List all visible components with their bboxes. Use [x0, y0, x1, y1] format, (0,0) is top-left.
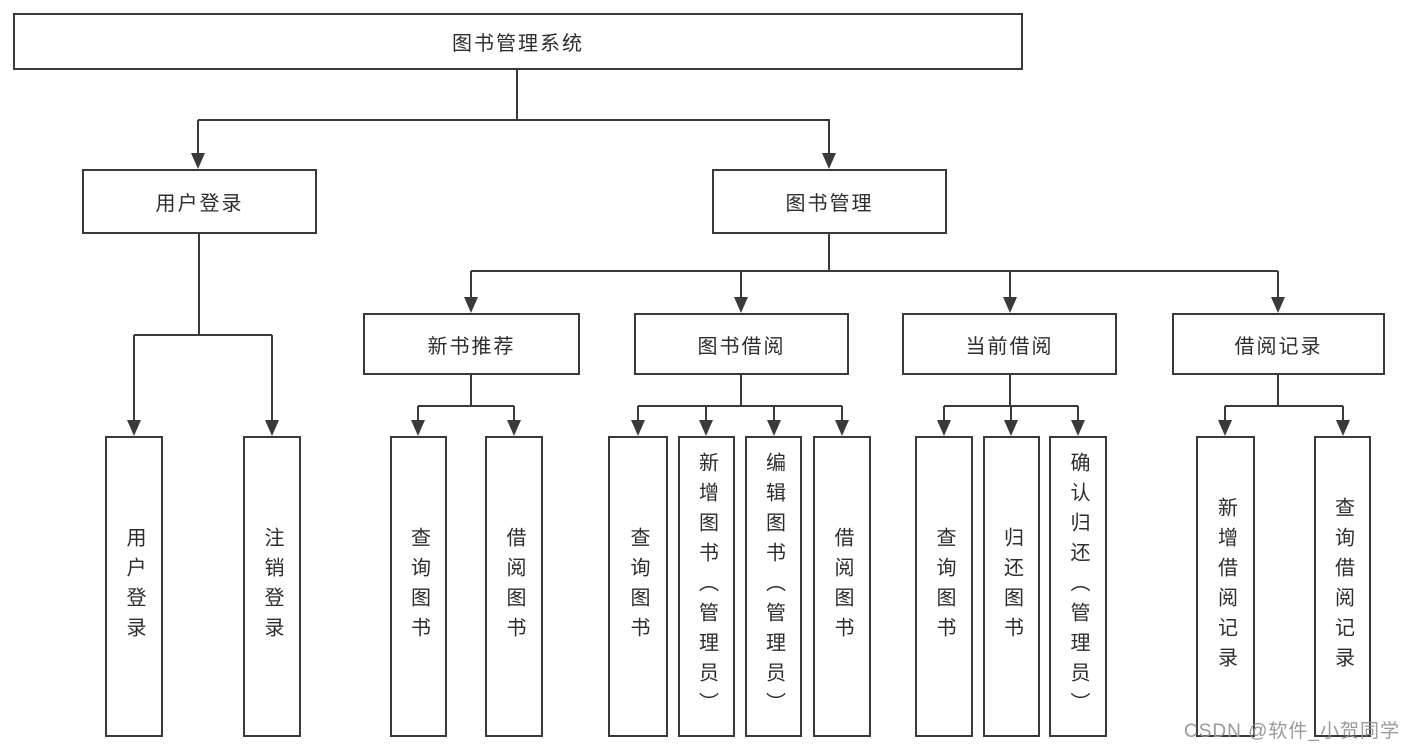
leaf-query-books-borrow: 查询图书	[608, 436, 668, 737]
leaf-add-book-admin: 新增图书（管理员）	[678, 436, 735, 737]
node-book-borrow: 图书借阅	[634, 313, 849, 375]
leaf-query-books-current: 查询图书	[915, 436, 973, 737]
node-root: 图书管理系统	[13, 13, 1023, 70]
node-borrow-records: 借阅记录	[1172, 313, 1385, 375]
leaf-query-borrow-record: 查询借阅记录	[1314, 436, 1371, 737]
leaf-logout: 注销登录	[243, 436, 301, 737]
leaf-return-books: 归还图书	[983, 436, 1040, 737]
leaf-borrow-books-borrow: 借阅图书	[813, 436, 871, 737]
leaf-confirm-return-admin: 确认归还（管理员）	[1049, 436, 1107, 737]
leaf-edit-book-admin: 编辑图书（管理员）	[745, 436, 802, 737]
leaf-borrow-books-recommend: 借阅图书	[485, 436, 543, 737]
node-book-management: 图书管理	[712, 169, 947, 234]
watermark: CSDN @软件_小贺同学	[1184, 721, 1400, 742]
leaf-query-books-recommend: 查询图书	[390, 436, 447, 737]
node-new-book-recommend: 新书推荐	[363, 313, 580, 375]
leaf-add-borrow-record: 新增借阅记录	[1196, 436, 1255, 737]
node-current-borrow: 当前借阅	[902, 313, 1117, 375]
leaf-user-login: 用户登录	[105, 436, 163, 737]
node-user-login: 用户登录	[82, 169, 317, 234]
